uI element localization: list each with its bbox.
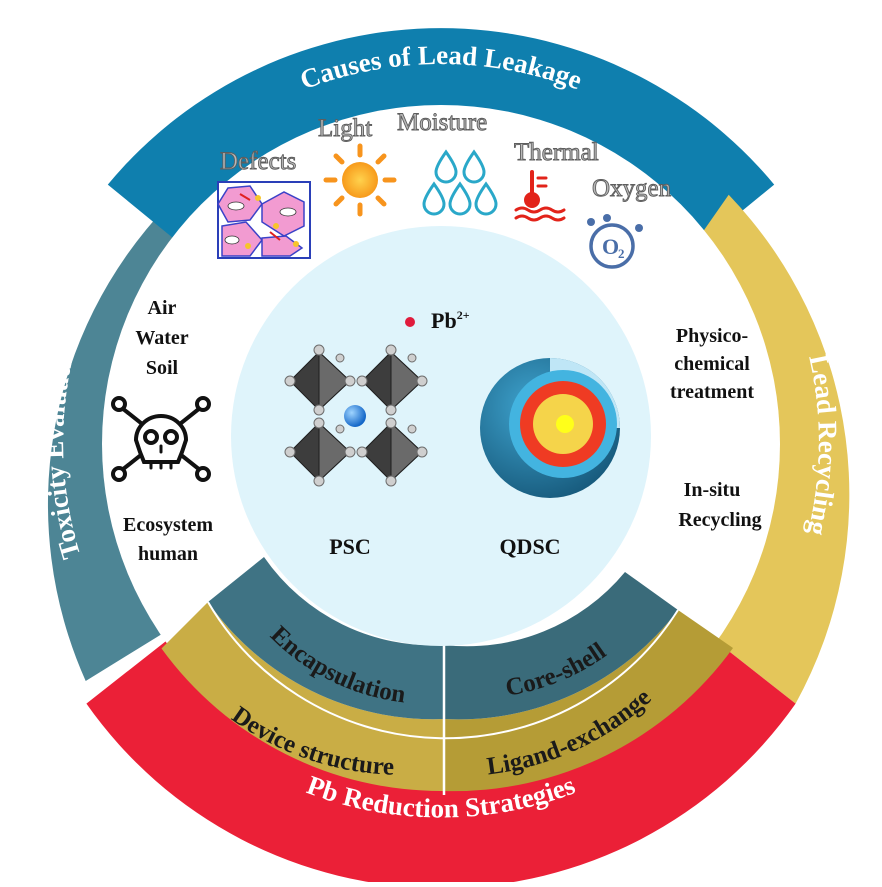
oxygen-subscript: 2 bbox=[618, 246, 625, 261]
strategy-core-shell-wedge bbox=[444, 572, 678, 720]
recycling-chemical: chemical bbox=[674, 353, 750, 375]
oxygen-molecule-icon: O 2 bbox=[587, 214, 643, 269]
strategy-device-structure-wedge bbox=[161, 602, 444, 792]
oxygen-symbol: O bbox=[602, 234, 619, 259]
toxicity-air: Air bbox=[148, 297, 177, 319]
factor-moisture-label: Moisture bbox=[397, 109, 487, 136]
factor-oxygen-label: Oxygen bbox=[592, 175, 672, 202]
toxicity-water: Water bbox=[135, 327, 188, 349]
recycling-treatment: treatment bbox=[670, 381, 754, 403]
toxicity-soil: Soil bbox=[146, 357, 179, 379]
strategy-encapsulation-wedge bbox=[208, 557, 444, 720]
toxicity-ecosystem: Ecosystem bbox=[123, 514, 213, 536]
recycling-insitu: In-situ bbox=[684, 479, 741, 501]
factor-light-label: Light bbox=[318, 115, 372, 142]
sun-icon bbox=[323, 143, 397, 217]
pb-ion-dot bbox=[405, 317, 415, 327]
strategy-ligand-exchange-wedge bbox=[444, 610, 733, 792]
qdsc-label: QDSC bbox=[499, 534, 560, 559]
toxicity-human: human bbox=[138, 543, 198, 565]
psc-label: PSC bbox=[329, 534, 371, 559]
recycling-physico: Physico- bbox=[676, 325, 748, 347]
center-disc bbox=[231, 226, 651, 646]
pb-ion-label: Pb2+ bbox=[431, 308, 470, 333]
recycling-recycling: Recycling bbox=[678, 509, 761, 531]
perovskite-structure-icon bbox=[284, 344, 428, 487]
thermometer-icon bbox=[514, 170, 566, 222]
water-drops-icon bbox=[422, 149, 498, 216]
quantum-dot-core-shell-icon bbox=[480, 358, 620, 498]
defects-lattice-icon bbox=[217, 181, 311, 259]
factor-defects-label: Defects bbox=[220, 148, 296, 175]
factor-thermal-label: Thermal bbox=[514, 139, 599, 166]
skull-crossbones-icon bbox=[111, 396, 211, 482]
